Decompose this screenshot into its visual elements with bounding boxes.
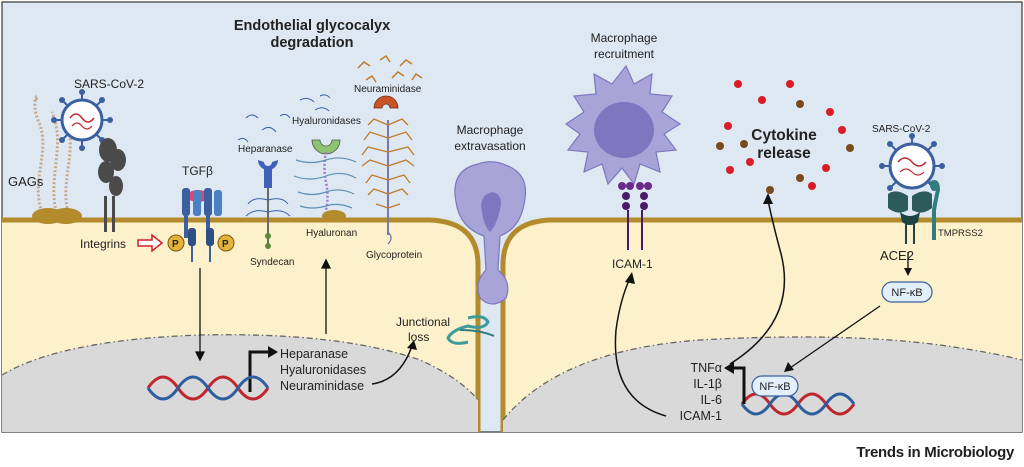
integrin-receptor <box>98 138 126 232</box>
glycoprotein-label: Glycoprotein <box>366 250 422 261</box>
title-line-2: degradation <box>271 35 354 51</box>
dna-helix-left <box>146 375 270 401</box>
nfkb-nuclear-badge <box>751 375 799 397</box>
left-nuclear-envelope <box>1 334 479 401</box>
cytokine-particles <box>716 80 854 194</box>
ace2-to-nfkb-arrowhead <box>904 268 912 276</box>
cytokine-item: ICAM-1 <box>680 409 722 423</box>
junctional-arrow <box>371 345 413 385</box>
cytokine-label-2: release <box>757 145 811 162</box>
junctional-label-1: Junctional <box>396 315 450 329</box>
macrophage-extravasating <box>454 161 527 305</box>
cytokine-release-arrow <box>729 199 786 365</box>
hyaluronan-label: Hyaluronan <box>306 228 357 239</box>
hyaluronidases-label: Hyaluronidases <box>292 116 361 127</box>
cytokine-item: TNFα <box>690 361 722 375</box>
nfkb-cytoplasm-label: NF-κB <box>891 287 922 299</box>
svg-text:P: P <box>172 239 179 250</box>
macrophage-extravasation-label-2: extravasation <box>454 139 525 153</box>
svg-text:P: P <box>222 239 229 250</box>
cytokine-item: IL-1β <box>693 377 722 391</box>
promoter-arrowhead <box>268 346 278 358</box>
tgfb-receptor <box>182 188 222 262</box>
hyaluronan-chain <box>293 151 357 222</box>
integrins-label: Integrins <box>80 237 126 251</box>
right-nuclear-envelope <box>502 336 1023 421</box>
macrophage-recruitment-label-2: recruitment <box>594 47 655 61</box>
cytokine-label-1: Cytokine <box>751 127 817 144</box>
syndecan-core <box>245 188 291 249</box>
junctional-label-2: loss <box>408 330 429 344</box>
phosphate-right: P <box>217 234 235 252</box>
junction-protein <box>446 315 495 345</box>
sars-cov2-left-label: SARS-CoV-2 <box>74 77 144 91</box>
nfkb-cytoplasm-badge <box>881 281 933 303</box>
neuraminidase-label: Neuraminidase <box>354 84 422 95</box>
icam1-label: ICAM-1 <box>612 257 653 271</box>
tmprss2-protease <box>928 180 941 240</box>
gags-label: GAGs <box>8 174 44 189</box>
tmprss2-label: TMPRSS2 <box>938 228 983 239</box>
icam1-expression-arrow <box>614 277 667 417</box>
promoter-arrow-right <box>732 366 746 404</box>
nfkb-nuclear-label: NF-κB <box>759 381 790 393</box>
left-signal-arrows <box>194 258 332 362</box>
neuraminidase-enzyme <box>373 95 399 109</box>
sars-cov2-right-label: SARS-CoV-2 <box>872 124 931 135</box>
gene-item: Neuraminidase <box>280 379 364 393</box>
glycocalyx-strands <box>237 94 331 143</box>
tgfb-label: TGFβ <box>182 164 213 178</box>
cytokine-item: IL-6 <box>700 393 722 407</box>
heparanase-label: Heparanase <box>238 144 293 155</box>
macrophage-recruited <box>564 64 682 186</box>
ace2-label: ACE2 <box>880 248 914 263</box>
sialic-fragments <box>357 54 423 83</box>
syndecan-label: Syndecan <box>250 257 294 268</box>
gene-item: Hyaluronidases <box>280 363 366 377</box>
macrophage-recruitment-label-1: Macrophage <box>591 31 658 45</box>
ace2-receptor <box>888 191 932 244</box>
cytokine-release-arrowhead <box>763 193 773 204</box>
hyaluronidase-enzyme <box>311 139 341 155</box>
nfkb-translocation-arrowhead <box>784 362 794 372</box>
glycoprotein-tree <box>361 118 415 245</box>
integrin-to-tgfb-arrow <box>137 233 164 253</box>
sars-cov2-virus-right <box>879 133 945 191</box>
heparanase-enzyme <box>258 160 278 188</box>
junctional-arrowhead <box>407 340 417 350</box>
right-cell-membrane <box>500 217 1022 432</box>
title-line-1: Endothelial glycocalyx <box>234 18 390 34</box>
journal-footer: Trends in Microbiology <box>856 444 1014 461</box>
sars-cov2-virus-left <box>51 89 113 151</box>
promoter-arrowhead-right <box>724 362 734 374</box>
icam1-receptor <box>618 182 652 250</box>
gene-item: Heparanase <box>280 347 348 361</box>
left-cell-membrane <box>2 217 481 432</box>
phosphate-left: P <box>167 234 185 252</box>
nfkb-translocation-arrow <box>789 305 881 369</box>
macrophage-extravasation-label-1: Macrophage <box>457 123 524 137</box>
icam1-expression-arrowhead <box>625 272 635 284</box>
